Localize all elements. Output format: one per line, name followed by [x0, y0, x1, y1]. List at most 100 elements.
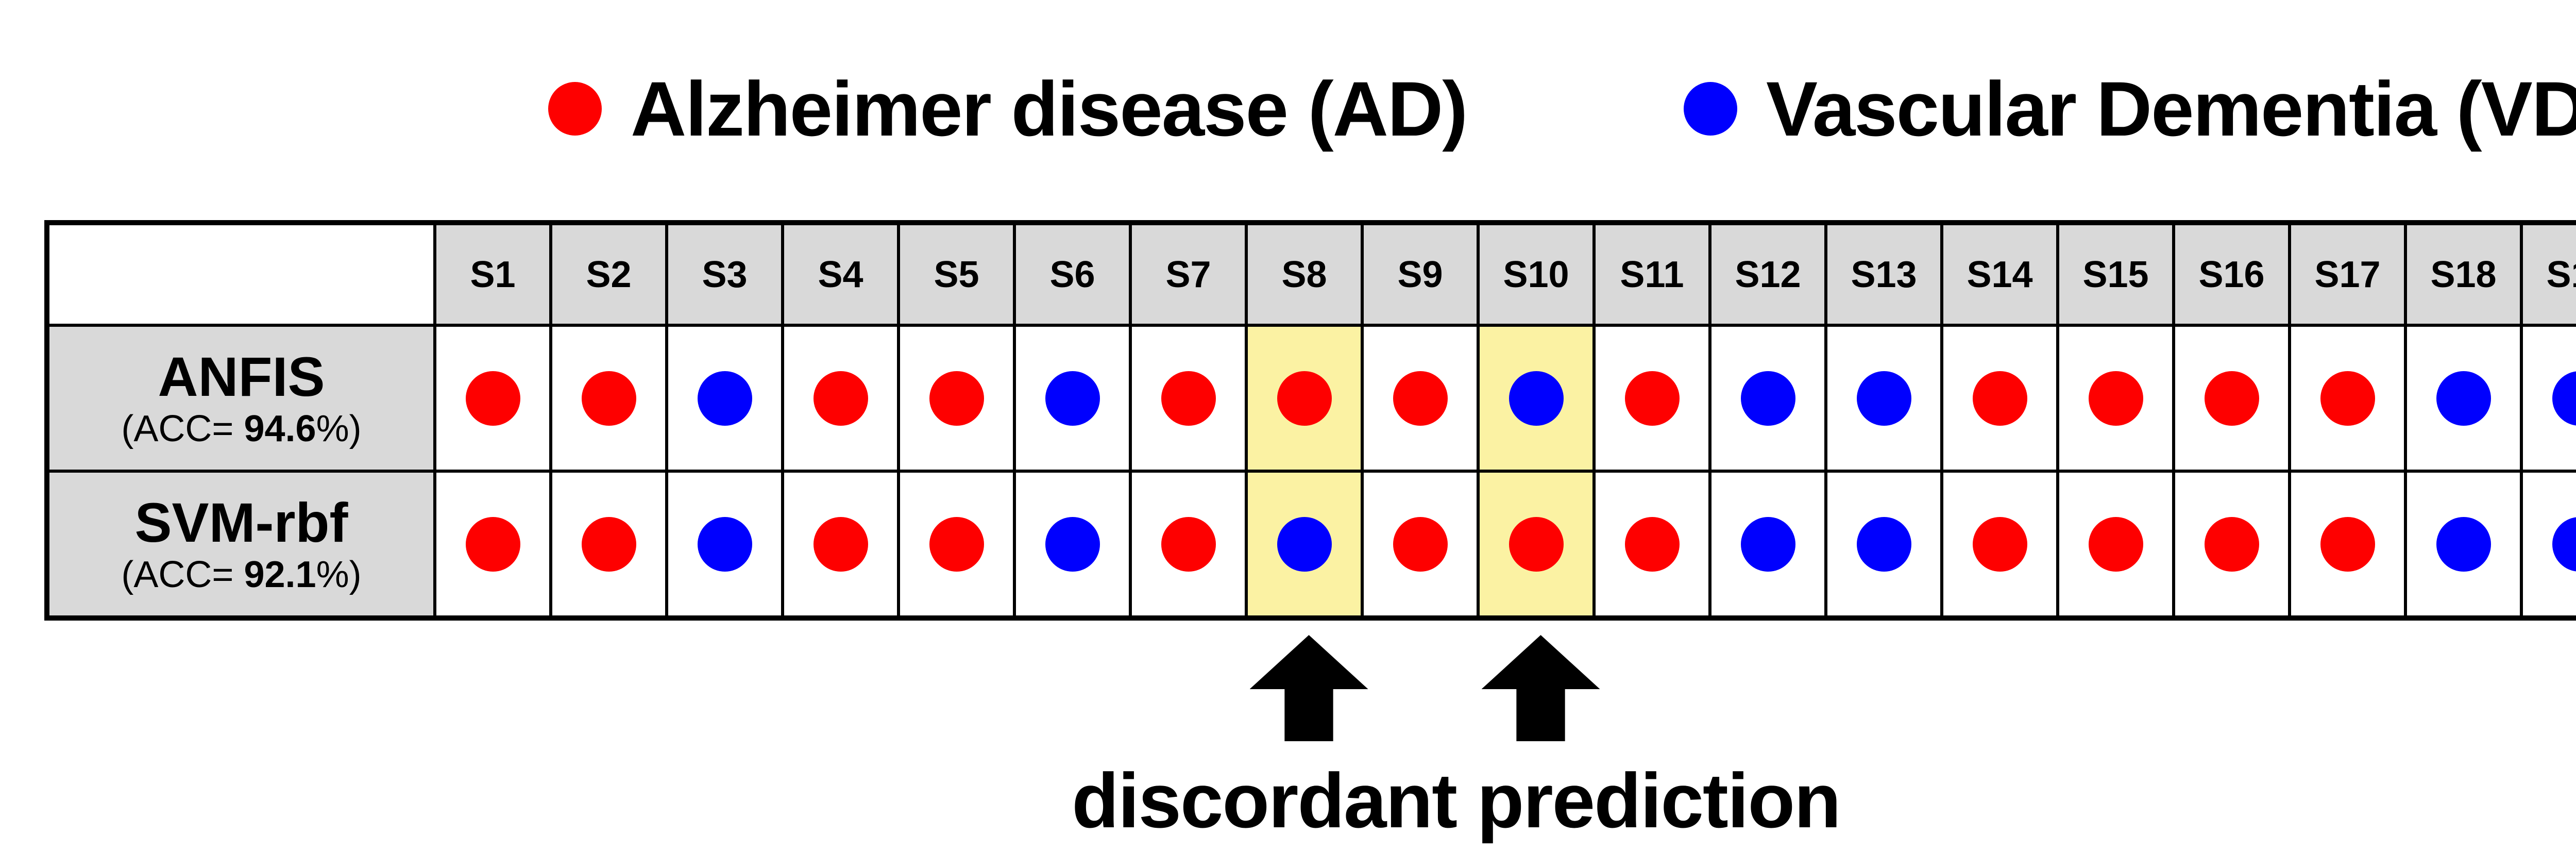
dot-vd: [1740, 371, 1795, 426]
dot-vd: [2436, 371, 2491, 426]
cell-svm-rbf-s17: [2288, 470, 2407, 620]
dot-vd: [1045, 516, 1100, 572]
cell-anfis-s6: [1013, 324, 1132, 473]
cell-anfis-s9: [1361, 324, 1480, 473]
ad-legend-dot-icon: [548, 82, 602, 136]
cell-anfis-s3: [665, 324, 784, 473]
dot-ad: [1624, 516, 1680, 572]
cell-svm-rbf-s16: [2172, 470, 2291, 620]
row-label-svm-rbf: SVM-rbf(ACC= 92.1%): [45, 470, 436, 620]
legend-item-vd: Vascular Dementia (VD): [1684, 70, 2576, 147]
header-cell-s9: S9: [1361, 221, 1480, 327]
header-cell-s6: S6: [1013, 221, 1132, 327]
cell-svm-rbf-s4: [781, 470, 900, 620]
cell-svm-rbf-s3: [665, 470, 784, 620]
cell-svm-rbf-s7: [1129, 470, 1248, 620]
cell-anfis-s10: [1477, 324, 1596, 473]
legend-item-ad: Alzheimer disease (AD): [548, 65, 1468, 152]
header-cell-s3: S3: [665, 221, 784, 327]
cell-anfis-s16: [2172, 324, 2291, 473]
row-anfis: ANFIS(ACC= 94.6%): [45, 324, 2576, 473]
cell-svm-rbf-s9: [1361, 470, 1480, 620]
cell-anfis-s12: [1708, 324, 1827, 473]
dot-ad: [1161, 516, 1216, 572]
dot-ad: [1161, 371, 1216, 426]
annotation-text: discordant prediction: [1072, 757, 1841, 844]
header-cell-s18: S18: [2404, 221, 2523, 327]
cell-svm-rbf-s18: [2404, 470, 2523, 620]
header-cell-s5: S5: [897, 221, 1016, 327]
cell-anfis-s7: [1129, 324, 1248, 473]
dot-ad: [813, 516, 868, 572]
dot-ad: [1972, 371, 2027, 426]
vd-legend-dot-icon: [1684, 82, 1737, 136]
cell-anfis-s18: [2404, 324, 2523, 473]
dot-ad: [813, 371, 868, 426]
model-name: ANFIS: [158, 345, 325, 408]
cell-svm-rbf-s2: [549, 470, 668, 620]
dot-ad: [1277, 371, 1332, 426]
dot-vd: [697, 371, 752, 426]
cell-svm-rbf-s19: [2520, 470, 2576, 620]
dot-ad: [1972, 516, 2027, 572]
dot-ad: [2320, 371, 2375, 426]
cell-anfis-s19: [2520, 324, 2576, 473]
dot-ad: [1509, 516, 1564, 572]
model-accuracy: (ACC= 92.1%): [121, 554, 362, 595]
header-cell-s19: S19: [2520, 221, 2576, 327]
up-arrow-icon-s10: [1481, 635, 1600, 741]
header-cell-s4: S4: [781, 221, 900, 327]
dot-ad: [581, 371, 636, 426]
dot-vd: [2436, 516, 2491, 572]
cell-svm-rbf-s13: [1824, 470, 1943, 620]
dot-vd: [2552, 516, 2576, 572]
dot-vd: [1856, 516, 1911, 572]
cell-svm-rbf-s5: [897, 470, 1016, 620]
dot-ad: [2204, 516, 2259, 572]
dot-ad: [1393, 371, 1448, 426]
dot-ad: [2204, 371, 2259, 426]
cell-anfis-s13: [1824, 324, 1943, 473]
dot-ad: [1624, 371, 1680, 426]
cell-anfis-s15: [2056, 324, 2175, 473]
dot-vd: [1045, 371, 1100, 426]
cell-svm-rbf-s15: [2056, 470, 2175, 620]
dot-vd: [697, 516, 752, 572]
dot-ad: [929, 516, 984, 572]
header-cell-s13: S13: [1824, 221, 1943, 327]
dot-ad: [2320, 516, 2375, 572]
dot-vd: [1856, 371, 1911, 426]
cell-svm-rbf-s1: [433, 470, 552, 620]
cell-svm-rbf-s10: [1477, 470, 1596, 620]
header-cell-s16: S16: [2172, 221, 2291, 327]
dot-ad: [465, 371, 520, 426]
dot-vd: [2552, 371, 2576, 426]
cell-svm-rbf-s14: [1940, 470, 2059, 620]
header-cell-s12: S12: [1708, 221, 1827, 327]
cell-anfis-s4: [781, 324, 900, 473]
header-cell-s2: S2: [549, 221, 668, 327]
dot-vd: [1277, 516, 1332, 572]
legend-label-ad: Alzheimer disease (AD): [631, 65, 1468, 152]
dot-ad: [1393, 516, 1448, 572]
header-cell-s14: S14: [1940, 221, 2059, 327]
model-name: SVM-rbf: [134, 491, 348, 554]
header-cell-s11: S11: [1592, 221, 1711, 327]
row-label-anfis: ANFIS(ACC= 94.6%): [45, 324, 436, 473]
cell-anfis-s14: [1940, 324, 2059, 473]
header-cell-s15: S15: [2056, 221, 2175, 327]
cell-anfis-s11: [1592, 324, 1711, 473]
dot-vd: [1509, 371, 1564, 426]
dot-ad: [465, 516, 520, 572]
cell-svm-rbf-s6: [1013, 470, 1132, 620]
cell-svm-rbf-s11: [1592, 470, 1711, 620]
cell-svm-rbf-s12: [1708, 470, 1827, 620]
header-cell-s10: S10: [1477, 221, 1596, 327]
dot-ad: [2088, 371, 2143, 426]
cell-anfis-s8: [1245, 324, 1364, 473]
dot-vd: [1740, 516, 1795, 572]
cell-anfis-s17: [2288, 324, 2407, 473]
